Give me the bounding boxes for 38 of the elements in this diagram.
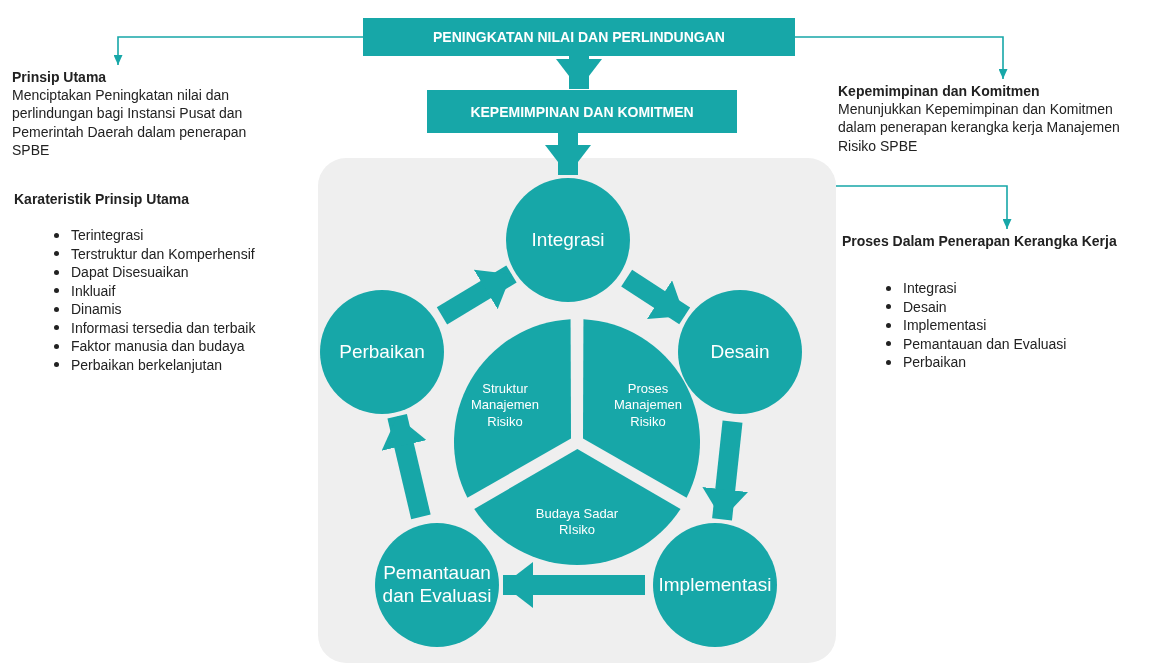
- arrow: [794, 36, 1008, 80]
- list-item-text: Integrasi: [903, 280, 957, 297]
- list-item-text: Terstruktur dan Komperhensif: [71, 245, 255, 262]
- process-circle: Perbaikan: [320, 290, 444, 414]
- panel-background: [318, 158, 836, 663]
- segment-label: Budaya Sadar RIsiko: [534, 506, 620, 539]
- block-arrow: [545, 133, 591, 175]
- list-item-text: Terintegrasi: [71, 227, 144, 244]
- process-circle: Implementasi: [653, 523, 777, 647]
- process-circle: Pemantauan dan Evaluasi: [375, 523, 499, 647]
- list-item-text: Dinamis: [71, 301, 122, 318]
- arrow: [113, 36, 364, 66]
- block-arrow: [503, 562, 645, 608]
- section-heading: Proses Dalam Penerapan Kerangka Kerja: [842, 232, 1118, 251]
- segment-label: Struktur Manajemen Risiko: [470, 381, 540, 430]
- block-arrow: [621, 269, 691, 325]
- title-banner: KEPEMIMPINAN DAN KOMITMEN: [427, 90, 737, 133]
- list-item-text: Pemantauan dan Evaluasi: [903, 335, 1067, 352]
- block-arrow: [702, 420, 749, 521]
- description-text: Menciptakan Peningkatan nilai dan perlindungan bagi Instansi Pusat dan Pemerintah Daerah dalam penerapan SPBE: [12, 86, 248, 159]
- arrow: [835, 185, 1012, 230]
- block-arrow: [556, 56, 602, 89]
- section-heading: Prinsip Utama: [12, 68, 108, 87]
- section-heading: Karateristik Prinsip Utama: [14, 190, 190, 209]
- list-item-text: Perbaikan: [903, 354, 967, 371]
- block-arrow: [381, 413, 431, 520]
- description-text: Menunjukkan Kepemimpinan dan Komitmen dalam penerapan kerangka kerja Manajemen Risiko SPBE: [838, 100, 1121, 155]
- process-circle: Integrasi: [506, 178, 630, 302]
- title-banner: PENINGKATAN NILAI DAN PERLINDUNGAN: [363, 18, 795, 56]
- list-item-text: Perbaikan berkelanjutan: [71, 356, 222, 373]
- list-item-text: Implementasi: [903, 317, 987, 334]
- section-heading: Kepemimpinan dan Komitmen: [838, 82, 1041, 101]
- list-item-text: Faktor manusia dan budaya: [71, 338, 245, 355]
- list-item-text: Desain: [903, 298, 947, 315]
- block-arrow: [436, 265, 517, 325]
- list-item-text: Inkluaif: [71, 282, 116, 299]
- list-item-text: Informasi tersedia dan terbaik: [71, 319, 256, 336]
- list-item-text: Dapat Disesuaikan: [71, 264, 189, 281]
